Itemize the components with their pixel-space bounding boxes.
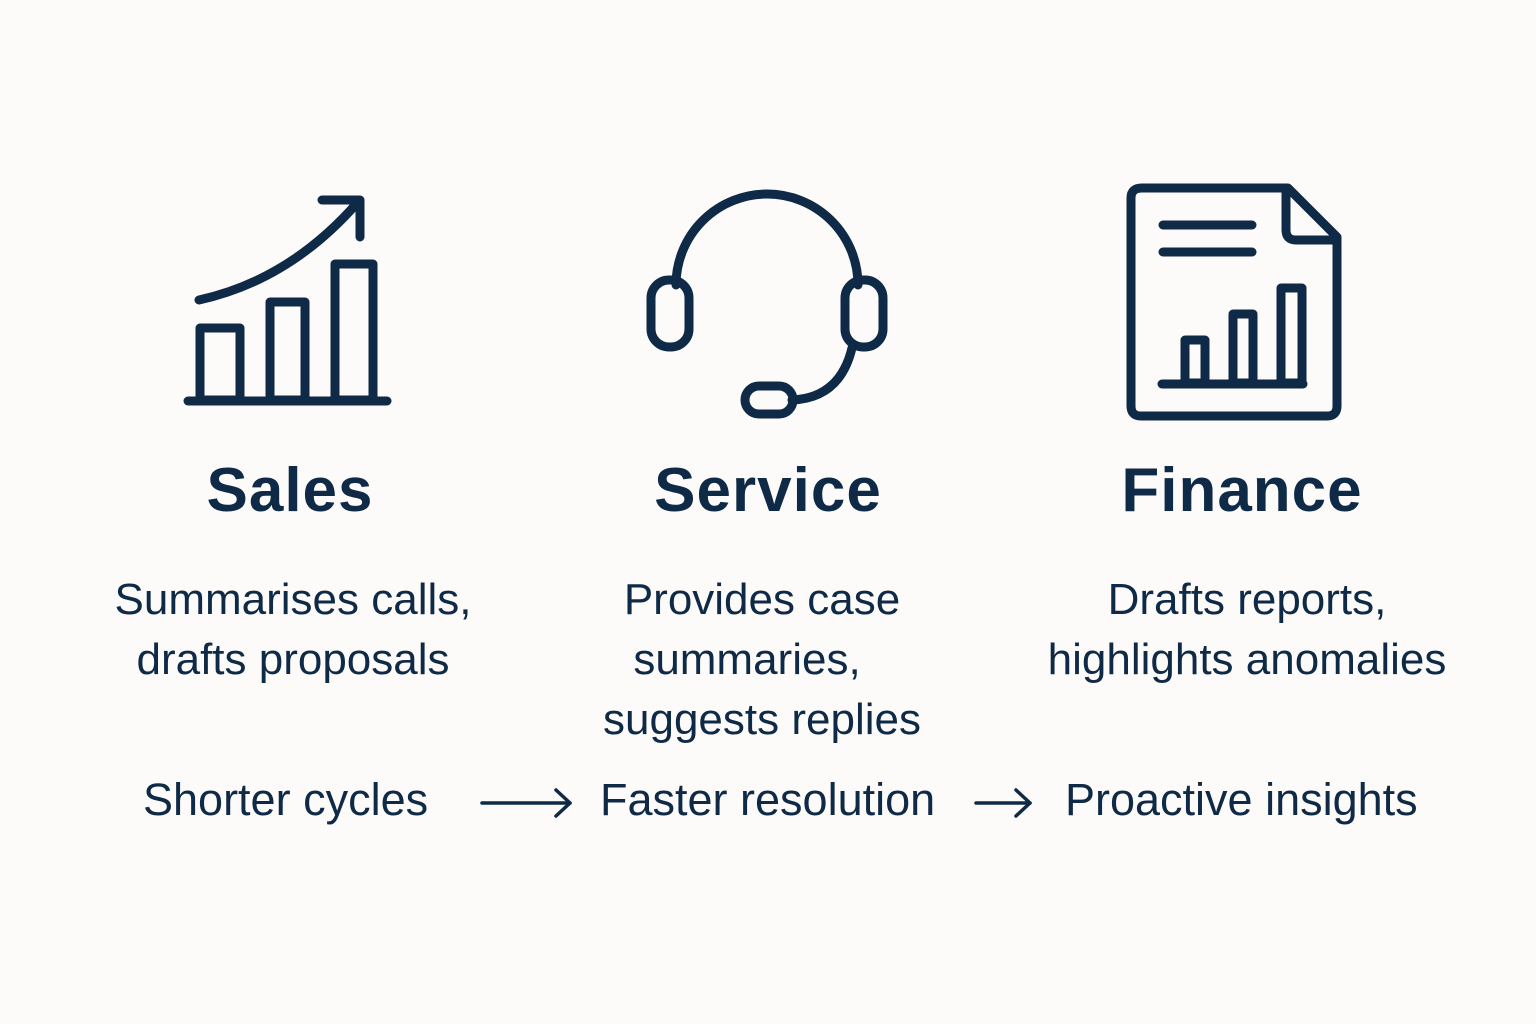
flow-step-shorter-cycles: Shorter cycles bbox=[143, 774, 429, 825]
description-line: highlights anomalies bbox=[1047, 635, 1447, 684]
description-line: Summarises calls, bbox=[114, 575, 472, 624]
description-line: summaries, bbox=[633, 635, 861, 684]
column-title-finance: Finance bbox=[1121, 456, 1363, 525]
column-description-sales: Summarises calls, drafts proposals bbox=[43, 570, 543, 690]
column-description-service: Provides case summaries, suggests replie… bbox=[512, 570, 1012, 750]
description-line: drafts proposals bbox=[136, 635, 450, 684]
arrow-right-icon bbox=[480, 788, 572, 818]
arrow-right-icon bbox=[974, 788, 1032, 818]
bar-chart-growth-icon bbox=[183, 195, 392, 406]
column-description-finance: Drafts reports, highlights anomalies bbox=[997, 570, 1497, 690]
description-line: Provides case bbox=[623, 575, 901, 624]
description-line: suggests replies bbox=[603, 695, 921, 744]
flow-step-proactive-insights: Proactive insights bbox=[1065, 774, 1418, 825]
headset-icon bbox=[646, 189, 888, 419]
description-line: Drafts reports, bbox=[1107, 575, 1387, 624]
column-title-service: Service bbox=[654, 456, 882, 525]
financial-report-icon bbox=[1126, 183, 1342, 421]
column-title-sales: Sales bbox=[206, 456, 374, 525]
flow-step-faster-resolution: Faster resolution bbox=[600, 774, 936, 825]
